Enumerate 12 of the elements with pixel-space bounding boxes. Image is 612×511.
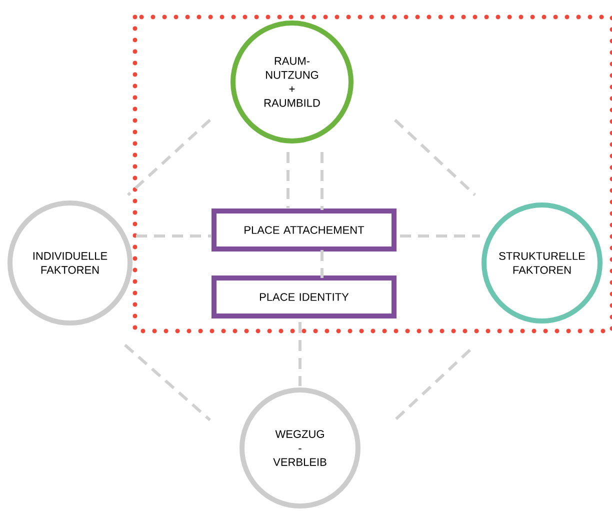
connector-line <box>127 118 212 196</box>
connector-line <box>136 234 211 238</box>
connector-line <box>124 344 211 422</box>
connector-line <box>320 250 324 278</box>
connector-line <box>320 152 324 210</box>
concept-box: PLACE IDENTITY <box>212 276 396 318</box>
connector-line <box>394 118 476 196</box>
connector-line <box>298 322 302 386</box>
connector-line <box>286 152 290 208</box>
concept-box: PLACE ATTACHEMENT <box>212 208 396 252</box>
connector-line <box>394 348 472 422</box>
connector-line <box>400 234 480 238</box>
